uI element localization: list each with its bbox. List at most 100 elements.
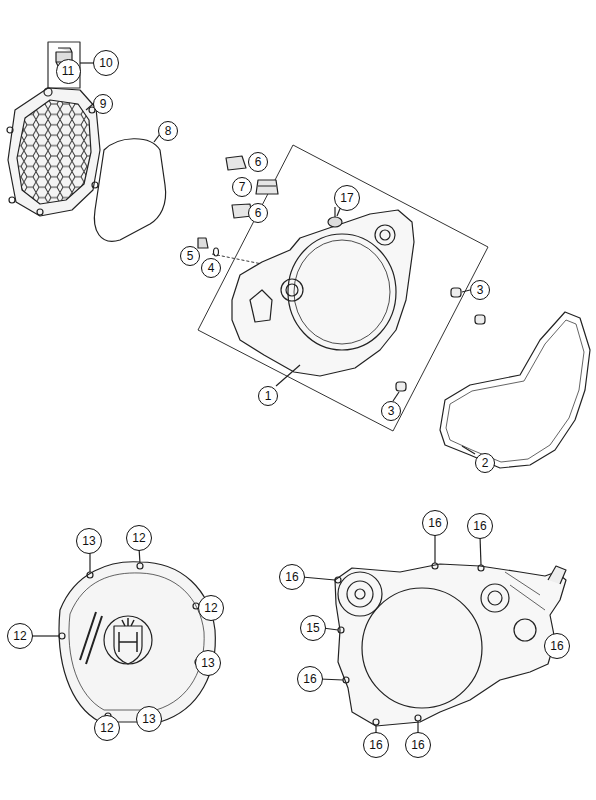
illustration-stroke: [335, 564, 566, 726]
illustration-stroke: [232, 210, 414, 376]
illustration-stroke: [334, 207, 335, 217]
outer-clutch-cover: [30, 548, 215, 722]
illustration-stroke: [37, 209, 43, 215]
illustration-stroke: [87, 572, 93, 578]
illustration-stroke: [373, 719, 379, 725]
illustration-stroke: [355, 589, 365, 599]
illustration-stroke: [338, 627, 344, 633]
illustration-stroke: [347, 581, 373, 607]
illustration-stroke: [256, 180, 278, 194]
illustration-stroke: [396, 382, 406, 391]
illustration-stroke: [44, 88, 52, 96]
dowel-pins: [393, 288, 485, 401]
callout-number: 11: [56, 59, 81, 84]
illustration-stroke: [281, 279, 303, 301]
illustration-stroke: [375, 225, 395, 245]
clutch-cover-inner: [232, 207, 414, 376]
callout-number: 4: [201, 258, 221, 278]
illustration-stroke: [104, 616, 152, 664]
illustration-stroke: [434, 533, 435, 563]
illustration-stroke: [451, 288, 461, 297]
illustration-stroke: [548, 566, 566, 584]
illustration-stroke: [137, 563, 143, 569]
illustration-stroke: [8, 88, 100, 216]
callout-number: 6: [248, 152, 268, 172]
gasket: [440, 312, 590, 468]
illustration-stroke: [338, 572, 382, 616]
illustration-stroke: [480, 536, 481, 565]
callout-number: 16: [405, 732, 431, 758]
illustration-stroke: [7, 42, 590, 735]
callout-number: 13: [195, 650, 221, 676]
illustration-stroke: [343, 677, 349, 683]
illustration-stroke: [59, 562, 215, 722]
illustration-stroke: [415, 715, 421, 721]
callout-number: 3: [470, 280, 490, 300]
illustration-stroke: [488, 591, 502, 605]
callout-number: 16: [422, 510, 448, 536]
illustration-stroke: [9, 197, 15, 203]
illustration-stroke: [328, 217, 342, 227]
illustration-stroke: [7, 127, 13, 133]
callout-number: 13: [76, 528, 102, 554]
assembly-frame: [198, 145, 488, 431]
callout-number: 5: [180, 246, 200, 266]
callout-number: 10: [93, 50, 119, 76]
callout-number: 12: [126, 525, 152, 551]
callout-number: 12: [94, 715, 120, 741]
illustration-stroke: [320, 679, 343, 680]
illustration-stroke: [114, 626, 142, 664]
illustration-stroke: [478, 565, 484, 571]
callout-number: 16: [363, 732, 389, 758]
filler-plug: [48, 42, 96, 88]
callout-number: 9: [93, 94, 113, 114]
illustration-stroke: [94, 139, 165, 242]
illustration-stroke: [505, 572, 545, 610]
callout-number: 16: [467, 513, 493, 539]
illustration-stroke: [362, 588, 482, 708]
callout-number: 6: [248, 203, 268, 223]
callout-number: 3: [381, 401, 401, 421]
illustration-stroke: [276, 365, 300, 386]
illustration-stroke: [69, 573, 204, 710]
o-ring: [94, 134, 165, 241]
callout-number: 1: [258, 386, 278, 406]
callout-number: 15: [300, 615, 326, 641]
callout-number: 12: [7, 623, 33, 649]
illustration-stroke: [514, 619, 536, 641]
illustration-stroke: [380, 230, 390, 240]
illustration-stroke: [446, 320, 584, 462]
illustration-stroke: [119, 618, 137, 652]
illustration-stroke: [89, 551, 90, 572]
illustration-stroke: [440, 312, 590, 468]
illustration-stroke: [226, 156, 246, 170]
illustration-stroke: [86, 104, 93, 110]
illustration-stroke: [48, 42, 80, 88]
illustration-stroke: [288, 234, 396, 350]
illustration-stroke: [30, 635, 59, 636]
callout-number: 13: [136, 706, 162, 732]
illustration-stroke: [198, 238, 208, 248]
illustration-stroke: [393, 392, 399, 401]
callout-number: 12: [198, 595, 224, 621]
clutch-cover-outer: [7, 88, 100, 216]
illustration-stroke: [250, 290, 272, 322]
illustration-stroke: [294, 240, 390, 344]
callout-number: 16: [297, 666, 323, 692]
callout-number: 8: [158, 121, 178, 141]
illustration-stroke: [481, 584, 509, 612]
illustration-stroke: [475, 315, 485, 324]
illustration-stroke: [302, 577, 335, 580]
callout-number: 2: [475, 453, 495, 473]
illustration-stroke: [92, 182, 98, 188]
callout-number: 16: [544, 633, 570, 659]
callout-number: 7: [232, 177, 252, 197]
callout-number: 16: [279, 564, 305, 590]
illustration-stroke: [286, 284, 298, 296]
callout-number: 17: [334, 185, 360, 211]
illustration-stroke: [462, 290, 470, 292]
inner-clutch-cover: [302, 533, 566, 735]
illustration-stroke: [462, 446, 475, 454]
illustration-stroke: [432, 563, 438, 569]
